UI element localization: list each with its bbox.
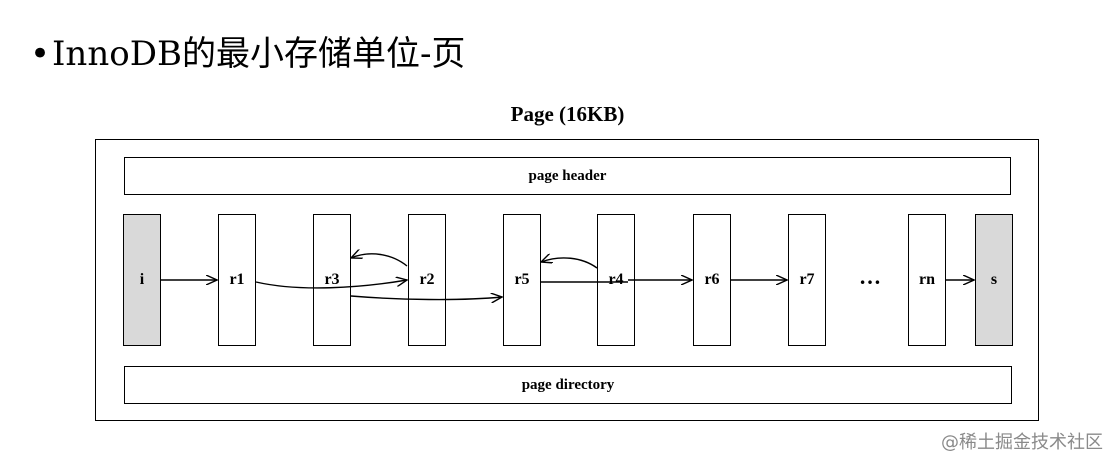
record-label: r5 <box>514 271 530 288</box>
record-label: s <box>990 271 998 288</box>
record-label: r2 <box>419 271 435 288</box>
record-r2: r2 <box>408 214 446 346</box>
page-title: Page (16KB) <box>510 102 625 126</box>
link-r4-r5 <box>541 258 598 269</box>
record-label: r4 <box>608 271 624 288</box>
record-infimum: i <box>123 214 161 346</box>
record-label: i <box>139 271 145 288</box>
record-rn: rn <box>908 214 946 346</box>
bullet-icon: • <box>30 34 51 74</box>
page-frame <box>95 139 1039 421</box>
record-r7: r7 <box>788 214 826 346</box>
record-r1: r1 <box>218 214 256 346</box>
record-r6: r6 <box>693 214 731 346</box>
slide-title: •InnoDB的最小存储单位-页 <box>30 26 465 75</box>
link-r1-r2 <box>255 280 407 289</box>
record-r5: r5 <box>503 214 541 346</box>
record-label: r6 <box>704 271 720 288</box>
records-ellipsis: … <box>859 264 881 289</box>
record-r3: r3 <box>313 214 351 346</box>
slide-title-text: InnoDB的最小存储单位-页 <box>52 34 466 74</box>
record-label: r7 <box>799 271 815 288</box>
page-directory-label: page directory <box>521 376 615 393</box>
page-header-label: page header <box>528 167 607 184</box>
page-header-box: page header <box>124 157 1011 195</box>
record-label: r1 <box>229 271 245 288</box>
page-directory-box: page directory <box>124 366 1012 404</box>
watermark: @稀土掘金技术社区 <box>941 432 1103 453</box>
record-label: rn <box>919 271 935 288</box>
record-supremum: s <box>975 214 1013 346</box>
record-label: r3 <box>324 271 340 288</box>
link-r2-r3 <box>351 254 408 267</box>
link-r3-r5 <box>350 296 502 300</box>
